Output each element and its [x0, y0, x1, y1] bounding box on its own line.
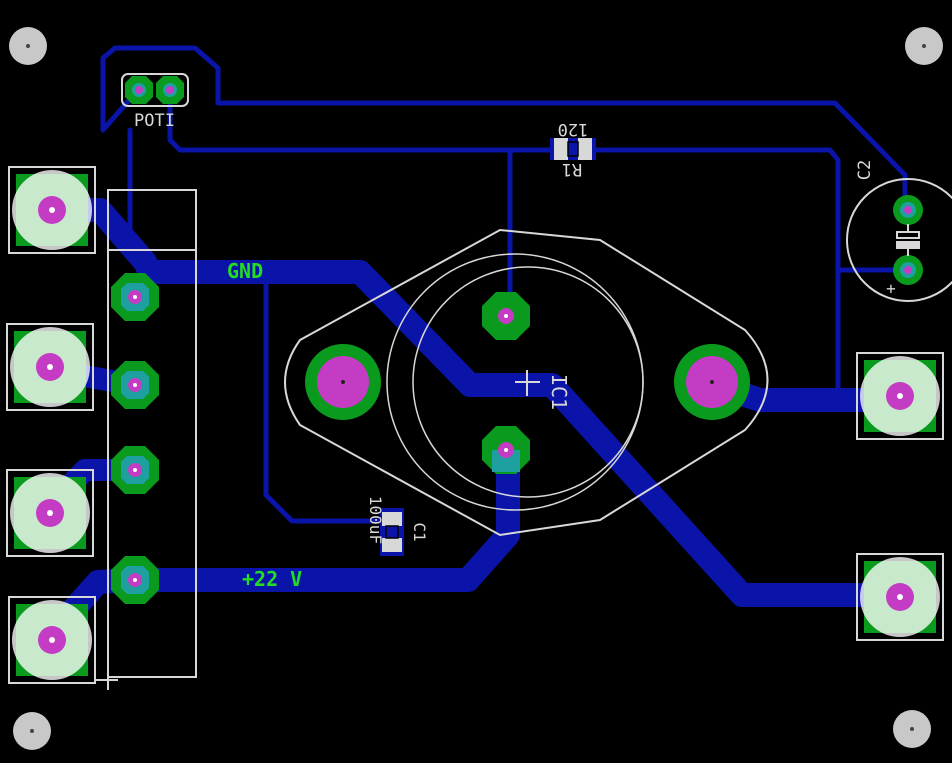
- trace-gnd-main: [40, 198, 912, 607]
- terminal-left-3[interactable]: [6, 469, 94, 557]
- c2-outline: [846, 178, 952, 302]
- c2-polarity-label: +: [886, 279, 896, 298]
- c1-name-label: C1: [410, 522, 429, 541]
- trace-gnd-c1: [263, 269, 383, 524]
- tb-pad-4[interactable]: [111, 556, 159, 604]
- c1-value-label: 100uF: [366, 496, 385, 544]
- ic1-pads: [305, 292, 750, 474]
- c2-pad-1[interactable]: [893, 195, 923, 225]
- ic1-name-label: IC1: [547, 374, 571, 410]
- poti-pad-2[interactable]: [156, 76, 184, 104]
- terminal-block-outline: [107, 189, 197, 678]
- screw-terminals: [6, 166, 944, 684]
- silkscreen: [96, 73, 952, 690]
- ic1-mount-right[interactable]: [674, 344, 750, 420]
- c2-name-label: C2: [855, 160, 875, 180]
- poti-pad-1[interactable]: [125, 76, 153, 104]
- trace-poti-loop: [100, 45, 908, 213]
- r1-name-label: R1: [562, 159, 582, 179]
- mount-hole-br: [893, 710, 931, 748]
- c1-smd[interactable]: [380, 508, 404, 556]
- terminal-right-2[interactable]: [856, 553, 944, 641]
- gnd-net-label: GND: [227, 259, 263, 283]
- tb-pad-2[interactable]: [111, 361, 159, 409]
- trace-poti-r1: [167, 87, 563, 153]
- v22-net-label: +22 V: [242, 567, 302, 591]
- terminal-left-4[interactable]: [8, 596, 96, 684]
- poti-frame: [121, 73, 189, 107]
- r1-value-label: 120: [558, 119, 589, 139]
- ic1-pin-in[interactable]: [482, 426, 530, 474]
- labels: POTI 120 R1 C2 + IC1 100uF C1 GND +22 V: [134, 111, 896, 591]
- mounting-holes: [9, 27, 943, 750]
- ic1-pin-adj[interactable]: [482, 292, 530, 340]
- c2-symbol: [896, 224, 920, 256]
- poti-label: POTI: [134, 111, 175, 131]
- terminal-left-1[interactable]: [8, 166, 96, 254]
- r1-smd[interactable]: [550, 138, 596, 160]
- tb-pad-3[interactable]: [111, 446, 159, 494]
- ic1-outline: [284, 228, 769, 537]
- mount-hole-tl: [9, 27, 47, 65]
- ic1-outer-circle: [386, 253, 644, 511]
- tb-pad-1[interactable]: [111, 273, 159, 321]
- trace-v22: [38, 438, 520, 648]
- c2-pads: [893, 195, 923, 285]
- poti-pads: [125, 76, 184, 104]
- c2-pad-2[interactable]: [893, 255, 923, 285]
- terminal-left-2[interactable]: [6, 323, 94, 411]
- mount-hole-bl: [13, 712, 51, 750]
- ic1-mount-left[interactable]: [305, 344, 381, 420]
- terminal-block-pads: [111, 273, 159, 604]
- trace-r1-right: [589, 147, 841, 391]
- terminal-right-1[interactable]: [856, 352, 944, 440]
- mount-hole-tr: [905, 27, 943, 65]
